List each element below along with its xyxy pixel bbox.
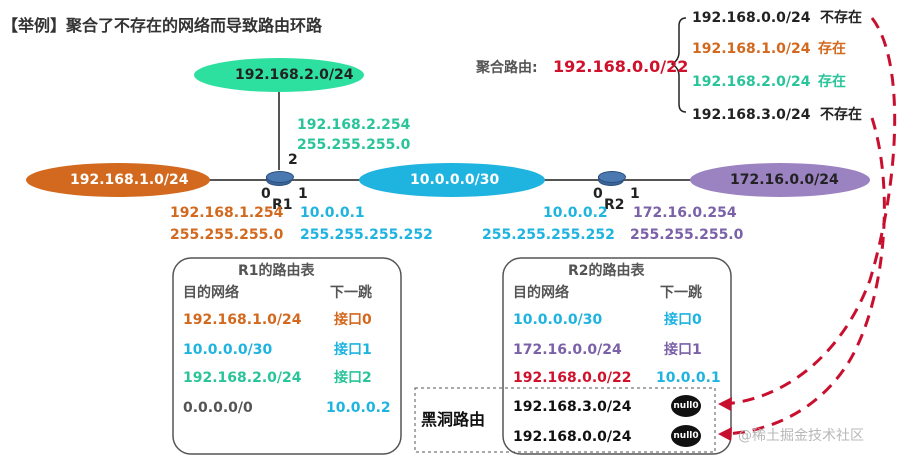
aggregate-member-status: 存在 xyxy=(818,74,846,90)
network-left-label: 192.168.1.0/24 xyxy=(70,172,189,188)
table-row-dest: 172.16.0.0/24 xyxy=(513,342,622,358)
r2-col-dest: 目的网络 xyxy=(513,285,569,301)
table-row-next: 接口2 xyxy=(334,370,372,386)
r2-if0-mask: 255.255.255.252 xyxy=(482,227,615,243)
table-row-dest: 192.168.3.0/24 xyxy=(513,399,632,415)
network-top-label: 192.168.2.0/24 xyxy=(235,67,354,83)
r2-table-title: R2的路由表 xyxy=(568,263,645,279)
null0-badge: null0 xyxy=(671,425,701,447)
network-middle-label: 10.0.0.0/30 xyxy=(410,172,500,188)
network-left-ellipse xyxy=(26,163,210,197)
r1-if2-ip: 192.168.2.254 xyxy=(297,117,411,133)
router-r2-label: R2 xyxy=(604,197,625,213)
table-row-next: 接口1 xyxy=(334,342,372,358)
null0-badge: null0 xyxy=(671,395,701,417)
router-r1-icon xyxy=(266,171,294,189)
aggregate-member-net: 192.168.1.0/24 xyxy=(692,41,811,57)
aggregate-member-net: 192.168.3.0/24 xyxy=(692,107,811,123)
table-row-dest: 192.168.0.0/22 xyxy=(513,370,632,386)
r1-table-title: R1的路由表 xyxy=(238,263,315,279)
table-row-dest: 192.168.2.0/24 xyxy=(183,370,302,386)
table-row-dest: 10.0.0.0/30 xyxy=(183,342,273,358)
table-row-next: 10.0.0.2 xyxy=(326,400,391,416)
aggregate-bracket xyxy=(670,17,687,113)
aggregate-member-net: 192.168.0.0/24 xyxy=(692,10,811,26)
aggregate-member-net: 192.168.2.0/24 xyxy=(692,74,811,90)
r1-port1: 1 xyxy=(298,186,308,202)
network-right-label: 172.16.0.0/24 xyxy=(730,172,839,188)
r2-port0: 0 xyxy=(593,186,603,202)
r1-if1-ip: 10.0.0.1 xyxy=(300,205,365,221)
aggregate-member-status: 不存在 xyxy=(820,107,862,123)
r2-col-next: 下一跳 xyxy=(660,285,702,301)
blackhole-label: 黑洞路由 xyxy=(421,410,486,429)
r2-if0-ip: 10.0.0.2 xyxy=(543,205,608,221)
aggregate-member-status: 不存在 xyxy=(820,10,862,26)
r2-table-box xyxy=(502,257,732,455)
r1-col-next: 下一跳 xyxy=(330,285,372,301)
r1-col-dest: 目的网络 xyxy=(183,285,239,301)
network-middle-ellipse xyxy=(359,163,545,197)
router-r1-label: R1 xyxy=(272,197,293,213)
table-row-next: 接口1 xyxy=(664,342,702,358)
aggregate-member-status: 存在 xyxy=(818,41,846,57)
table-row-dest: 192.168.1.0/24 xyxy=(183,312,302,328)
table-row-next: 接口0 xyxy=(334,312,372,328)
watermark: @稀土掘金技术社区 xyxy=(738,428,864,444)
table-row-dest: 0.0.0.0/0 xyxy=(183,400,253,416)
r1-port2: 2 xyxy=(288,152,298,168)
arrow-192-168-3 xyxy=(723,117,886,436)
network-right-ellipse xyxy=(690,163,870,197)
r1-if0-ip: 192.168.1.254 xyxy=(170,205,284,221)
blackhole-box xyxy=(414,387,716,453)
r2-port1: 1 xyxy=(630,186,640,202)
table-row-dest: 192.168.0.0/24 xyxy=(513,429,632,445)
network-top-ellipse xyxy=(194,58,364,92)
table-row-next: 接口0 xyxy=(664,312,702,328)
r1-if0-mask: 255.255.255.0 xyxy=(170,227,284,243)
table-row-dest: 10.0.0.0/30 xyxy=(513,312,603,328)
arrow-192-168-0 xyxy=(723,17,897,406)
aggregate-route: 192.168.0.0/22 xyxy=(553,57,689,76)
arrow-head xyxy=(718,427,732,441)
r1-port0: 0 xyxy=(261,186,271,202)
r1-if2-mask: 255.255.255.0 xyxy=(297,137,411,153)
r1-if1-mask: 255.255.255.252 xyxy=(300,227,433,243)
arrow-head xyxy=(718,397,732,411)
r1-table-box xyxy=(172,257,402,455)
page-title: 【举例】聚合了不存在的网络而导致路由环路 xyxy=(2,16,323,35)
r2-if1-mask: 255.255.255.0 xyxy=(630,227,744,243)
r2-if1-ip: 172.16.0.254 xyxy=(633,205,737,221)
table-row-next: 10.0.0.1 xyxy=(656,370,721,386)
aggregate-label: 聚合路由: xyxy=(476,60,538,76)
router-r2-icon xyxy=(598,171,626,189)
